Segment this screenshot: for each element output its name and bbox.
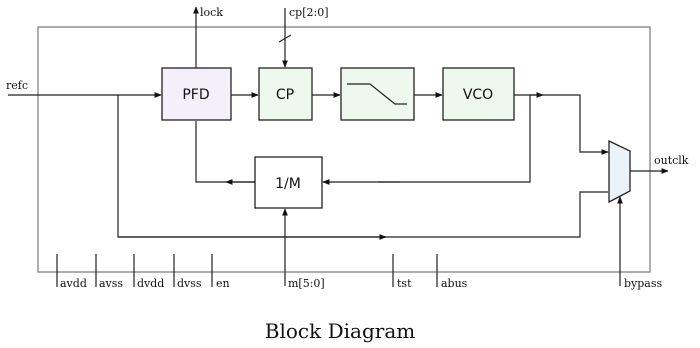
vco-block [442, 67, 515, 121]
cp-label: CP [276, 87, 294, 103]
loop-filter-block [340, 67, 415, 121]
outclk-port-label: outclk [654, 154, 689, 167]
refc-port-label: refc [6, 79, 28, 92]
pfd-label: PFD [182, 87, 209, 103]
pfd-block [161, 67, 232, 121]
divider-label: 1/M [275, 176, 301, 192]
feedback-wire [378, 95, 531, 183]
pin-avdd-label: avdd [60, 277, 87, 290]
m-ctrl-port-label: m[5:0] [288, 277, 325, 290]
bus-slash-icon [278, 34, 292, 43]
pin-avss-label: avss [99, 277, 123, 290]
abus-port-label: abus [441, 277, 468, 290]
output-mux [608, 139, 631, 204]
divider-to-pfd-wire [195, 121, 255, 183]
chip-boundary [37, 26, 651, 273]
vco-label: VCO [463, 87, 493, 103]
pin-dvdd-label: dvdd [137, 277, 164, 290]
tst-port-label: tst [397, 277, 412, 290]
ref-bypass-wire [117, 95, 608, 238]
vco-to-mux-wire [530, 94, 609, 155]
divider-block [254, 156, 323, 209]
cp-block [258, 67, 313, 121]
diagram-caption: Block Diagram [265, 319, 415, 343]
bypass-port-label: bypass [624, 277, 663, 290]
pin-dvss-label: dvss [177, 277, 202, 290]
lowpass-filter-icon [347, 83, 407, 105]
pin-en-label: en [216, 277, 230, 290]
lock-port-label: lock [200, 6, 223, 19]
cp-ctrl-port-label: cp[2:0] [289, 6, 329, 19]
